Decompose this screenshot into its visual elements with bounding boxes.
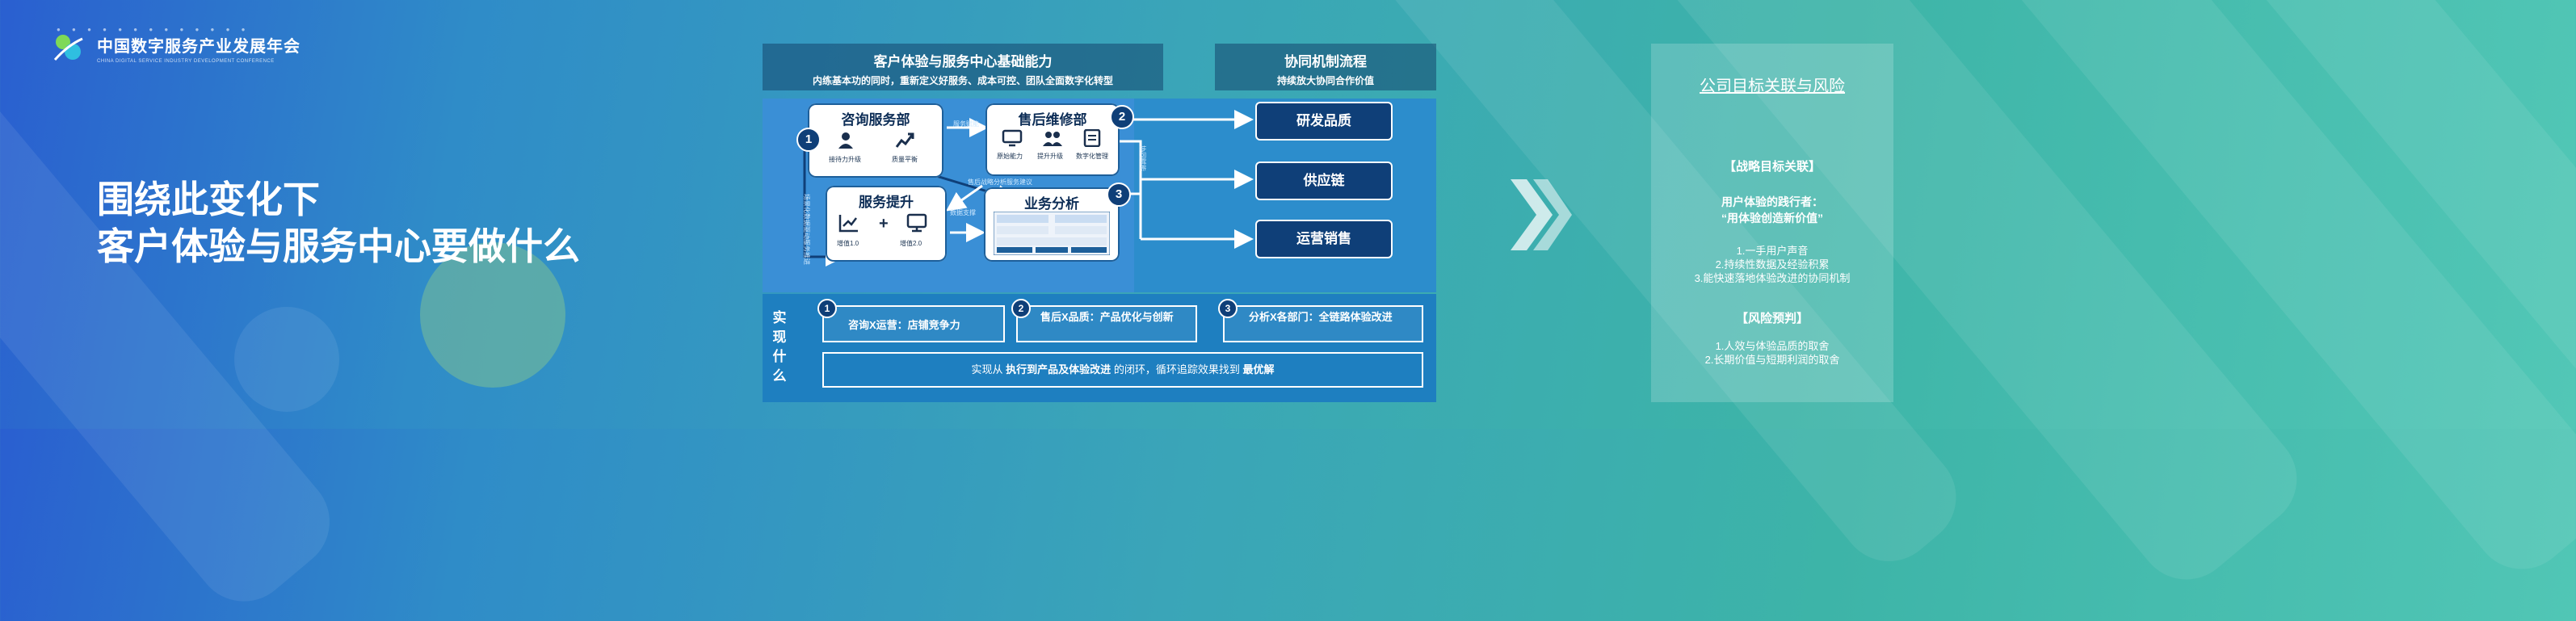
process-panel-title: 协同机制流程: [1284, 54, 1367, 69]
goals-risks-panel: 公司目标关联与风险 【战略目标关联】 用户体验的践行者： “用体验创造新价值” …: [1651, 44, 1893, 402]
outcome-badge-2: 2: [1011, 299, 1031, 318]
goal-item-1: 1.一手用户声音: [1736, 245, 1809, 257]
outcome-item-1: 1 咨询X运营：店铺竞争力: [817, 299, 1005, 342]
role-line-2: “用体验创造新价值”: [1721, 212, 1823, 224]
plus-icon: +: [879, 215, 889, 233]
headline-line-2: 客户体验与服务中心要做什么: [97, 225, 580, 267]
outcome-text-2: 售后X品质：产品优化与创新: [1040, 311, 1174, 323]
summary-middle: 的闭环，循环追踪效果找到: [1113, 363, 1240, 376]
consult-item-2: 质量平衡: [892, 156, 918, 163]
service-upgrade-item-2: 增值2.0: [900, 240, 922, 247]
screen-icon: [906, 213, 927, 233]
arrow-label-collab: 协同赋能: [1139, 145, 1146, 171]
strategy-section-title: 【战略目标关联】: [1723, 160, 1821, 174]
person-icon: [837, 131, 855, 149]
target-supply-chain[interactable]: 供应链: [1255, 162, 1393, 200]
business-analysis-card: 业务分析: [984, 187, 1120, 262]
arrow-label-service-enable: 服务赋能: [953, 120, 979, 128]
decorative-dots: ● ● ● ● ● ● ● ● ● ● ● ● ●: [57, 26, 250, 33]
logo-subtitle: CHINA DIGITAL SERVICE INDUSTRY DEVELOPME…: [97, 59, 275, 64]
role-line-1: 用户体验的践行者：: [1721, 195, 1823, 208]
after-sales-item-1: 原始能力: [997, 153, 1023, 160]
arrow-label-after-sales-advice: 售后战略分析服务建议: [968, 178, 1032, 186]
headline-line-1: 围绕此变化下: [97, 178, 320, 220]
after-sales-card-title: 售后维修部: [1018, 112, 1087, 128]
logo-title: 中国数字服务产业发展年会: [97, 38, 300, 56]
goals-list: 1.一手用户声音 2.持续性数据及经验积累 3.能快速落地体验改进的协同机制: [1651, 244, 1893, 285]
outcome-text-3: 分析X各部门：全链路体验改进: [1249, 311, 1393, 323]
target-operations-sales[interactable]: 运营销售: [1255, 220, 1393, 258]
risk-list: 1.人效与体验品质的取舍 2.长期价值与短期利润的取舍: [1651, 339, 1893, 367]
outcome-badge-3: 3: [1218, 299, 1238, 318]
outcome-item-3: 3 分析X各部门：全链路体验改进: [1218, 299, 1423, 342]
goal-item-2: 2.持续性数据及经验积累: [1715, 258, 1830, 271]
after-sales-item-2: 提升升级: [1037, 153, 1063, 160]
conference-logo: 中国数字服务产业发展年会 CHINA DIGITAL SERVICE INDUS…: [47, 27, 300, 69]
checklist-icon: [1082, 128, 1102, 148]
consult-card-title: 咨询服务部: [841, 112, 910, 128]
goals-risks-title[interactable]: 公司目标关联与风险: [1700, 78, 1845, 95]
monitor-icon: [1002, 129, 1023, 147]
after-sales-item-3: 数字化管理: [1076, 153, 1108, 160]
risk-section-title: 【风险预判】: [1735, 312, 1809, 325]
outcome-text-1: 咨询X运营：店铺竞争力: [848, 319, 960, 331]
bg-blob: [234, 307, 339, 412]
bg-blob: [420, 242, 565, 388]
consult-item-1: 接待力升级: [829, 156, 861, 163]
analysis-table-icon: [993, 211, 1111, 256]
summary-bold-1: 执行到产品及体验改进: [1006, 363, 1112, 376]
risk-item-1: 1.人效与体验品质的取舍: [1715, 340, 1830, 352]
center-panel-title: 客户体验与服务中心基础能力: [873, 54, 1053, 69]
arrow-label-data-driven: 场景化数据驱动服务推进: [803, 194, 810, 265]
service-upgrade-card: 服务提升 + 增值1.0 增值2.0: [826, 186, 947, 262]
summary-bold-2: 最优解: [1242, 363, 1275, 376]
step-badge-3: 3: [1107, 183, 1131, 207]
center-panel-header: 客户体验与服务中心基础能力 内练基本功的同时，重新定义好服务、成本可控、团队全面…: [763, 44, 1163, 90]
target-rd-quality[interactable]: 研发品质: [1255, 102, 1393, 141]
center-panel-subtitle: 内练基本功的同时，重新定义好服务、成本可控、团队全面数字化转型: [812, 75, 1113, 86]
outcome-item-2: 2 售后X品质：产品优化与创新: [1011, 299, 1197, 342]
page-headline: 围绕此变化下 客户体验与服务中心要做什么: [97, 176, 580, 270]
chart-icon: [838, 213, 859, 233]
after-sales-card: 售后维修部 原始能力 提升升级 数字化管理: [985, 103, 1120, 176]
arrow-label-data-support: 数据支撑: [950, 209, 976, 216]
service-upgrade-item-1: 增值1.0: [837, 240, 859, 247]
outcome-section: [763, 294, 1436, 402]
step-badge-2: 2: [1110, 105, 1134, 129]
growth-chart-icon: [895, 131, 914, 149]
step-badge-1: 1: [796, 128, 821, 152]
outcome-badge-1: 1: [817, 299, 837, 318]
logo-mark-icon: [47, 27, 89, 69]
goal-item-3: 3.能快速落地体验改进的协同机制: [1694, 272, 1851, 284]
process-panel-header: 协同机制流程 持续放大协同合作价值: [1215, 44, 1436, 90]
outcome-section-label: 实现什么: [772, 310, 787, 384]
consult-card: 咨询服务部 接待力升级 质量平衡: [808, 103, 943, 178]
risk-item-2: 2.长期价值与短期利润的取舍: [1704, 354, 1840, 366]
process-panel-subtitle: 持续放大协同合作价值: [1276, 75, 1374, 86]
chevron-right-icon: [1506, 176, 1574, 258]
people-icon: [1042, 129, 1063, 147]
business-analysis-card-title: 业务分析: [1024, 196, 1079, 212]
outcome-summary: 实现从 执行到产品及体验改进 的闭环，循环追踪效果找到 最优解: [822, 352, 1423, 388]
service-upgrade-card-title: 服务提升: [859, 195, 914, 210]
summary-prefix: 实现从: [971, 363, 1003, 376]
